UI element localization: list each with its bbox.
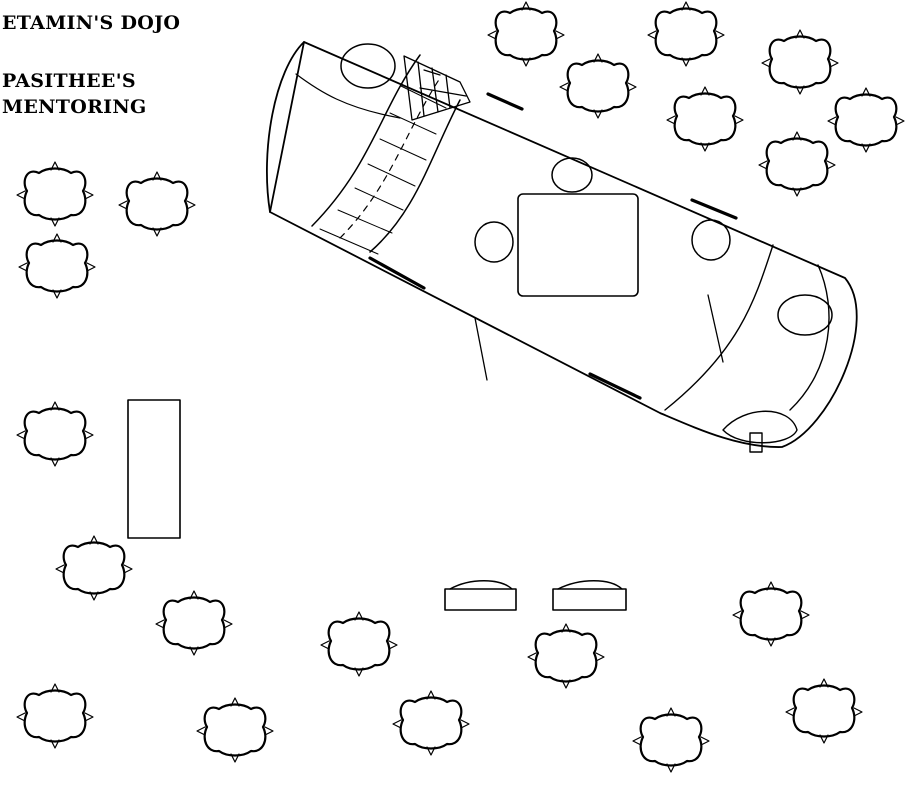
building-outline (269, 41, 858, 448)
tree-icon (665, 85, 745, 153)
stool-icon (474, 221, 514, 263)
small-box (749, 432, 763, 453)
map-title: ETAMIN'S DOJO (2, 12, 181, 34)
tree-icon (631, 706, 711, 774)
tree-icon (558, 52, 638, 120)
bridge-icon (311, 54, 461, 255)
inner-line (707, 294, 724, 363)
stool-icon (551, 157, 593, 193)
inner-curve-left (664, 244, 774, 411)
pool-top (340, 43, 396, 89)
tree-icon (54, 534, 134, 602)
tree-icon (826, 86, 906, 154)
map-subtitle-line-1: PASITHEE'S (2, 70, 136, 92)
tree-icon (17, 232, 97, 300)
base-arc (722, 410, 798, 444)
pool-end (777, 294, 833, 336)
tree-icon (486, 0, 566, 68)
table-icon (517, 193, 639, 297)
long-bench (127, 399, 181, 539)
tree-icon (526, 622, 606, 690)
tree-icon (15, 160, 95, 228)
stool-icon (691, 219, 731, 261)
tree-icon (154, 589, 234, 657)
inner-curve-right (789, 264, 830, 411)
upper-inner-wall (295, 73, 401, 119)
bench-icon (444, 580, 517, 611)
tree-icon (319, 610, 399, 678)
ladder-icon (403, 55, 471, 121)
bench-icon (552, 580, 627, 611)
tree-icon (117, 170, 197, 238)
tree-icon (195, 696, 275, 764)
door-marks (368, 92, 738, 400)
dojo-building (266, 41, 858, 453)
tree-icon (731, 580, 811, 648)
tree-icon (15, 400, 95, 468)
tree-icon (757, 130, 837, 198)
tree-icon (646, 0, 726, 68)
tree-icon (760, 28, 840, 96)
map-subtitle: PASITHEE'S MENTORING (2, 68, 147, 120)
fence-line (474, 317, 488, 381)
tree-icon (15, 682, 95, 750)
tree-icon (391, 689, 471, 757)
tree-icon (784, 677, 864, 745)
map-subtitle-line-2: MENTORING (2, 96, 147, 118)
tree-group (15, 0, 906, 774)
building-curved-end (266, 41, 305, 213)
